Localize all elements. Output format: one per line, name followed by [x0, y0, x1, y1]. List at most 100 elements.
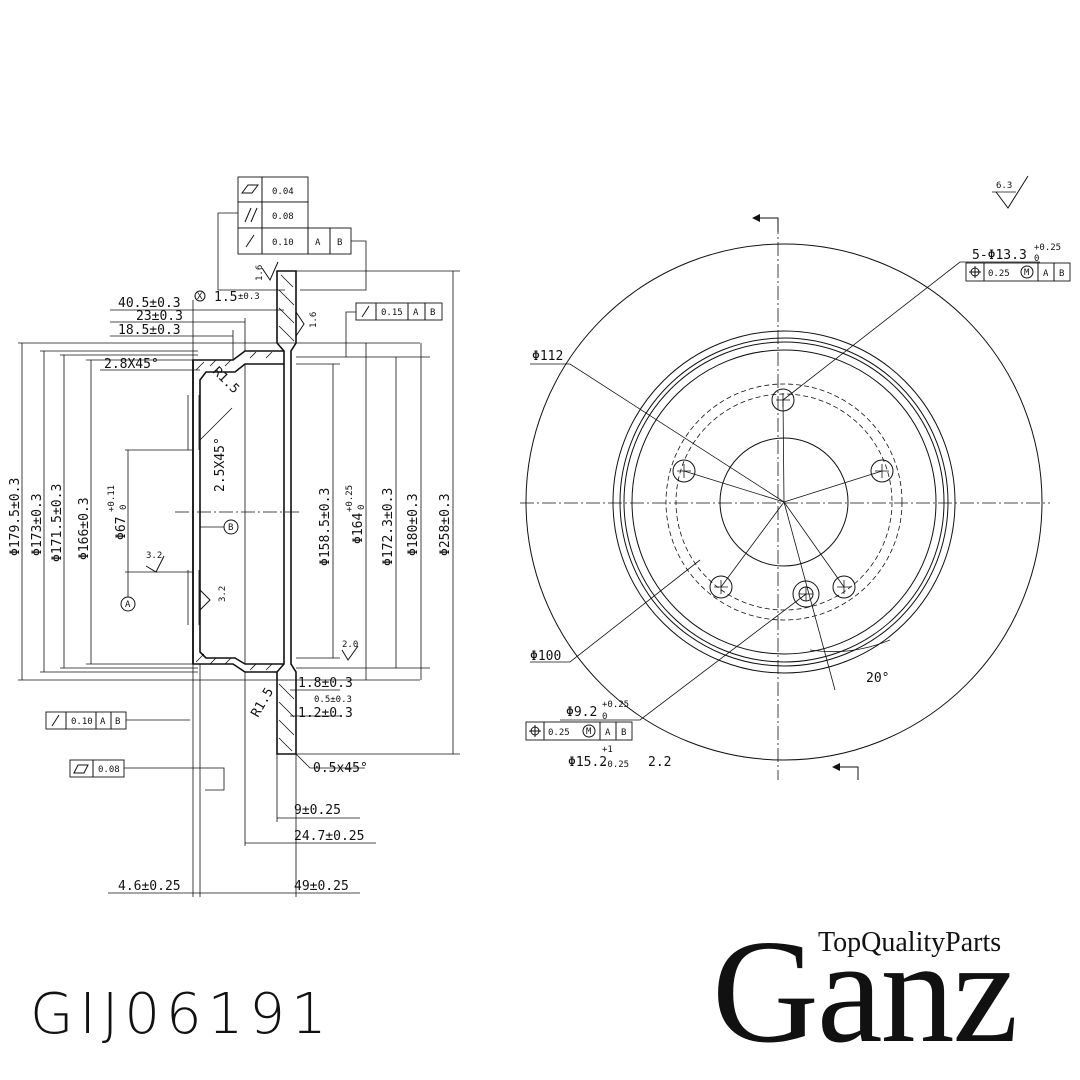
hole-small-pos-value: 0.25: [548, 728, 570, 738]
hole-small-tol-low: 0: [602, 712, 607, 722]
angle-label: 20°: [866, 671, 889, 686]
runout-ref-a: A: [315, 238, 321, 248]
center-bore: [719, 437, 849, 567]
dim-1-5-tol: ±0.3: [238, 292, 260, 302]
dim-d164-tol-up: +0.25: [345, 485, 355, 512]
runout-bottom-ref-a: A: [100, 717, 106, 727]
datum-b-label: B: [228, 523, 233, 533]
bolt-hole: [832, 575, 856, 599]
brand-tagline: TopQualityParts: [818, 927, 1002, 958]
dim-d180: Φ180±0.3: [406, 493, 421, 556]
dim-1-8: 1.8±0.3: [298, 676, 353, 691]
datum-x-marker: [194, 290, 206, 302]
dim-d67-tol-up: +0.11: [107, 485, 117, 512]
dim-d179-5: Φ179.5±0.3: [8, 478, 23, 556]
chamfer-top: 2.8X45°: [104, 357, 159, 372]
roughness-4: 3.2: [218, 586, 228, 602]
dim-d172-3: Φ172.3±0.3: [381, 488, 396, 566]
runout-icon: [245, 234, 255, 248]
flatness-icon: [241, 184, 259, 194]
counterbore-tol-up: +1: [602, 745, 613, 755]
bolt-hole: [709, 575, 733, 599]
parallelism-value: 0.08: [272, 212, 294, 222]
dim-d67: Φ67: [114, 517, 129, 540]
dim-d258: Φ258±0.3: [438, 493, 453, 556]
roughness-6: 6.3: [996, 181, 1012, 191]
hole-small-pos-m: M: [586, 727, 592, 737]
radius-bottom: R1.5: [248, 685, 277, 720]
pcd-100-circle: [675, 393, 893, 611]
roughness-mark: [145, 555, 165, 573]
hole-small-ref-b: B: [621, 728, 626, 738]
position-icon: [529, 725, 541, 737]
counterbore-hole: [792, 580, 820, 608]
pcd-100-label: Φ100: [530, 649, 561, 664]
counterbore-tol-low: -0.25: [602, 760, 629, 770]
runout-icon: [51, 714, 60, 727]
dim-1-2: 1.2±0.3: [298, 706, 353, 721]
flatness-bottom-value: 0.08: [98, 765, 120, 775]
dim-18-5: 18.5±0.3: [118, 323, 181, 338]
datum-a-marker: [120, 596, 136, 612]
runout-top-value: 0.15: [381, 308, 403, 318]
roughness-5: 2.0: [342, 640, 358, 650]
chamfer-bottom: 0.5x45°: [313, 761, 368, 776]
radius-top: R1.5: [209, 364, 242, 397]
roughness-mark: [341, 645, 359, 661]
dim-0-5: 0.5±0.3: [314, 695, 352, 705]
runout-top-ref-a: A: [413, 308, 419, 318]
hole-small-ref-a: A: [605, 728, 611, 738]
datum-x-label: X: [197, 292, 203, 302]
holes-ref-b: B: [1059, 269, 1064, 279]
roughness-1: 1.6: [255, 265, 265, 281]
holes-pos-value: 0.25: [988, 269, 1010, 279]
flatness-icon: [73, 764, 89, 774]
dim-49: 49±0.25: [294, 879, 349, 894]
dim-23: 23±0.3: [136, 309, 183, 324]
disc-outer-edge: [525, 243, 1043, 761]
counterbore-label: Φ15.2: [568, 755, 607, 770]
pcd-112-label: Φ112: [532, 349, 563, 364]
mmc-icon: [582, 724, 596, 738]
runout-icon: [361, 305, 370, 318]
roughness-2: 1.6: [309, 312, 319, 328]
datum-a-label: A: [125, 600, 131, 610]
dim-1-5: 1.5: [214, 290, 237, 305]
dim-d171-5: Φ171.5±0.3: [50, 484, 65, 562]
runout-value: 0.10: [272, 238, 294, 248]
dim-9: 9±0.25: [294, 803, 341, 818]
hole-small-tol-up: +0.25: [602, 700, 629, 710]
holes-pos-m: M: [1024, 268, 1030, 278]
tolerance-frame-top: 0.04 0.08 0.10 A B: [217, 176, 367, 291]
mmc-icon: [1020, 265, 1034, 279]
roughness-mark: [295, 311, 305, 337]
holes-tol-low: 0: [1034, 254, 1039, 264]
counterbore-depth: 2.2: [648, 755, 671, 770]
dim-d67-tol-low: 0: [119, 505, 129, 510]
runout-top-ref-b: B: [430, 308, 435, 318]
part-number: GIJ06191: [30, 982, 333, 1047]
roughness-mark: [199, 589, 211, 611]
runout-bottom-value: 0.10: [71, 717, 93, 727]
runout-ref-b: B: [337, 238, 342, 248]
section-view: Φ179.5±0.3 Φ173±0.3 Φ171.5±0.3 Φ166±0.3 …: [8, 261, 460, 897]
dim-d173: Φ173±0.3: [30, 493, 45, 556]
dim-40-5: 40.5±0.3: [118, 296, 181, 311]
bolt-hole: [672, 459, 696, 483]
datum-b-marker: [223, 519, 239, 535]
roughness-3: 3.2: [146, 551, 162, 561]
bolt-hole: [870, 459, 894, 483]
chamfer-mid: 2.5X45°: [213, 437, 228, 492]
position-icon: [969, 266, 981, 278]
dim-d164-tol-low: 0: [357, 505, 367, 510]
dim-d164: Φ164: [351, 513, 366, 544]
front-view: Φ112 Φ100 5-Φ13.3 +0.25 0 0.25 M A B Φ9.…: [520, 175, 1071, 780]
dim-4-6: 4.6±0.25: [118, 879, 181, 894]
dim-24-7: 24.7±0.25: [294, 829, 364, 844]
runout-bottom-ref-b: B: [115, 717, 120, 727]
hole-small-label: Φ9.2: [566, 705, 597, 720]
dim-d158-5: Φ158.5±0.3: [318, 488, 333, 566]
roughness-mark: [261, 261, 279, 282]
holes-label: 5-Φ13.3: [972, 248, 1027, 263]
